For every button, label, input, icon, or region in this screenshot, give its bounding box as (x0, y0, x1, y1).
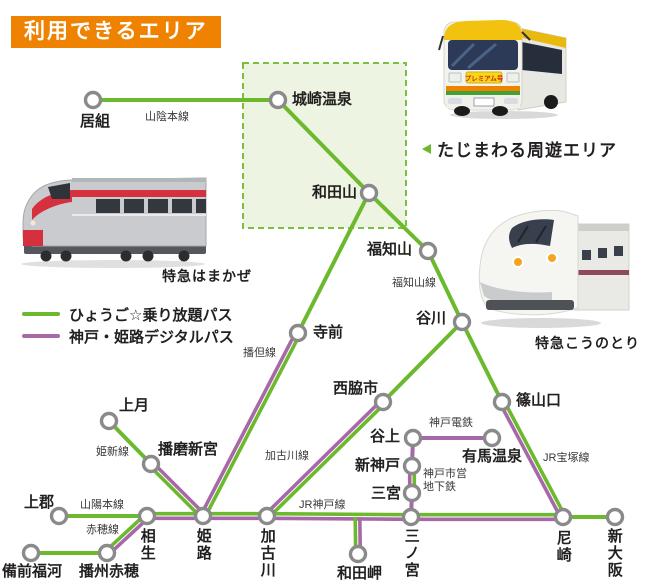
hamakaze-caption: 特急はまかぜ (162, 268, 252, 284)
station-node-sannomiya_m (402, 483, 422, 503)
bus-illustration: プレミアム号 (438, 20, 567, 119)
station-node-sasayama (492, 392, 512, 412)
legend-item-hyogo-pass: ひょうご☆乗り放題パス (22, 306, 234, 324)
kounotori-caption: 特急こうのとり (535, 335, 640, 351)
station-node-himeji (193, 506, 213, 526)
station-node-aioi (137, 506, 157, 526)
station-node-nishiwaki (373, 392, 393, 412)
edge-tanikawa-nishiwaki-green (381, 320, 464, 404)
edge-teramae-himeji-purple (199, 331, 298, 516)
green-line-swatch (22, 312, 60, 316)
station-node-harimashingu (141, 454, 161, 474)
station-node-tanigami (403, 428, 423, 448)
edge-sasayama-amagasaki-green (502, 400, 567, 517)
edge-banshuako-aioi-purple (107, 516, 150, 557)
station-node-kozuki (99, 411, 119, 431)
edge-nishiwaki-kakogawa-green (267, 402, 386, 519)
edge-wadayama-teramae-green (296, 192, 371, 334)
station-node-kamigori (49, 506, 69, 526)
edge-kakogawa-sannomiya_jr-green (267, 511, 412, 517)
edge-kinosaki-wadayama-green (276, 98, 371, 195)
kounotori-train-illustration (478, 209, 630, 328)
purple-line-swatch (22, 334, 60, 338)
edge-sasayama-amagasaki-purple (498, 402, 563, 519)
page-title: 利用できるエリア (24, 20, 208, 43)
edge-kakogawa-sannomiya_jr-purple (266, 516, 411, 522)
legend-item-kobe-himeji-pass: 神戸・姫路デジタルパス (22, 328, 234, 346)
station-node-kinosaki (268, 90, 288, 110)
area-callout-label: たじまわる周遊エリア (437, 141, 617, 160)
legend-label: 神戸・姫路デジタルパス (69, 328, 234, 346)
station-node-bizen (21, 543, 41, 563)
station-node-shinkobe (402, 456, 422, 476)
left-triangle-icon (422, 143, 431, 154)
station-node-tanikawa (452, 312, 472, 332)
edge-fukuchiyama-tanikawa-green (426, 250, 464, 323)
legend: ひょうご☆乗り放題パス 神戸・姫路デジタルパス (22, 306, 234, 350)
station-node-wadamisaki (348, 544, 368, 564)
area-callout: たじまわる周遊エリア (422, 136, 617, 161)
station-node-sannomiya_jr (401, 507, 421, 527)
edge-nishiwaki-kakogawa-purple (264, 399, 383, 516)
legend-label: ひょうご☆乗り放題パス (69, 306, 233, 324)
station-node-teramae (288, 323, 308, 343)
station-node-arima (482, 428, 502, 448)
edge-harimashingu-himeji-green (148, 464, 203, 519)
edge-tanikawa-sasayama-green (460, 321, 504, 403)
station-node-fukuchiyama (418, 241, 438, 261)
edge-harimashingu-himeji-purple (151, 461, 206, 516)
station-node-wadayama (359, 183, 379, 203)
station-node-amagasaki (553, 507, 573, 527)
station-node-shinosaka (605, 507, 625, 527)
page-title-banner: 利用できるエリア (11, 16, 221, 48)
station-node-banshuako (97, 543, 117, 563)
bus-destination-sign: プレミアム号 (465, 74, 504, 83)
edge-kozuki-harimashingu-green (107, 419, 153, 466)
station-node-igumi (83, 90, 103, 110)
edge-wadayama-fukuchiyama-green (367, 191, 430, 253)
station-node-kakogawa (257, 506, 277, 526)
edge-teramae-himeji-green (203, 333, 302, 518)
hamakaze-train-illustration (21, 177, 207, 268)
edge-banshuako-aioi-green (104, 512, 147, 553)
